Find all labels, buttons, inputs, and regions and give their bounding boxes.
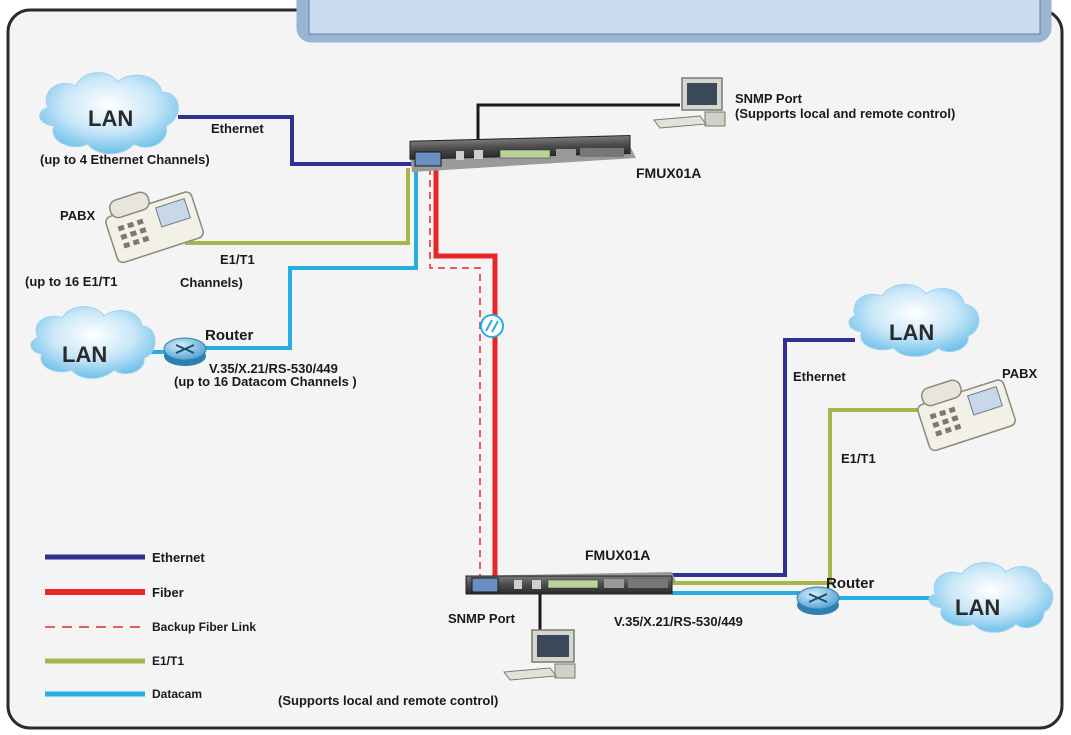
- datacom-iface-label-a: V.35/X.21/RS-530/449: [209, 361, 338, 376]
- router-icon: [796, 586, 840, 615]
- pabx-label-a: PABX: [60, 208, 96, 223]
- computer-icon: [653, 77, 726, 129]
- ethernet-channels-label: (up to 4 Ethernet Channels): [40, 152, 210, 167]
- computer-icon: [503, 629, 576, 681]
- fmux-label-b: FMUX01A: [585, 547, 651, 563]
- lan-cloud-icon: [928, 562, 1054, 633]
- lan-cloud-icon: [30, 306, 156, 379]
- ethernet-label-a: Ethernet: [211, 121, 264, 136]
- fiber-coupler-icon: [480, 314, 504, 338]
- pabx-phone-icon: [917, 379, 1016, 452]
- ethernet-line-b: [672, 338, 855, 577]
- lan-label-b-top: LAN: [889, 320, 935, 345]
- lan-label-b-right: LAN: [955, 595, 1001, 620]
- lan-cloud-icon: [848, 284, 980, 357]
- router-label-a: Router: [205, 327, 254, 344]
- router-icon: [163, 337, 207, 366]
- e1t1-channels-label: Channels): [180, 275, 243, 290]
- fmux-device-icon: [465, 572, 676, 595]
- snmp-port-label-b: SNMP Port: [448, 611, 515, 626]
- lan-label-a-top: LAN: [88, 106, 134, 131]
- backup-fiber-line: [429, 168, 481, 580]
- e1t1-line-b: [672, 408, 920, 585]
- router-label-b: Router: [826, 575, 875, 592]
- e1t1-label-a: E1/T1: [220, 252, 255, 267]
- datacom-line-a: [205, 168, 418, 350]
- datacom-channels-label: (up to 16 Datacom Channels ): [174, 374, 357, 389]
- legend-label-e1t1: E1/T1: [152, 654, 185, 668]
- legend-label-fiber: Fiber: [152, 585, 184, 600]
- fmux-device-icon: [409, 134, 636, 172]
- snmp-port-label-a: SNMP Port: [735, 91, 802, 106]
- fmux-label-a: FMUX01A: [636, 165, 702, 181]
- pabx-label-b: PABX: [1002, 366, 1038, 381]
- e1t1-label-b: E1/T1: [841, 451, 876, 466]
- lan-cloud-icon: [39, 72, 179, 155]
- snmp-desc-label-b: (Supports local and remote control): [278, 693, 499, 708]
- snmp-desc-label-a: (Supports local and remote control): [735, 106, 956, 121]
- lan-label-a-bottom: LAN: [62, 342, 108, 367]
- legend-label-ethernet: Ethernet: [152, 550, 205, 565]
- ethernet-label-b: Ethernet: [793, 369, 846, 384]
- ethernet-line-a: [178, 115, 412, 166]
- pabx-phone-icon: [105, 191, 204, 264]
- e1t1-count-label: (up to 16 E1/T1: [25, 274, 118, 289]
- e1t1-line-a: [185, 168, 410, 245]
- fiber-line: [433, 168, 498, 580]
- legend-label-datacom: Datacam: [152, 687, 203, 701]
- legend-label-backup: Backup Fiber Link: [152, 620, 257, 634]
- datacom-iface-label-b: V.35/X.21/RS-530/449: [614, 614, 743, 629]
